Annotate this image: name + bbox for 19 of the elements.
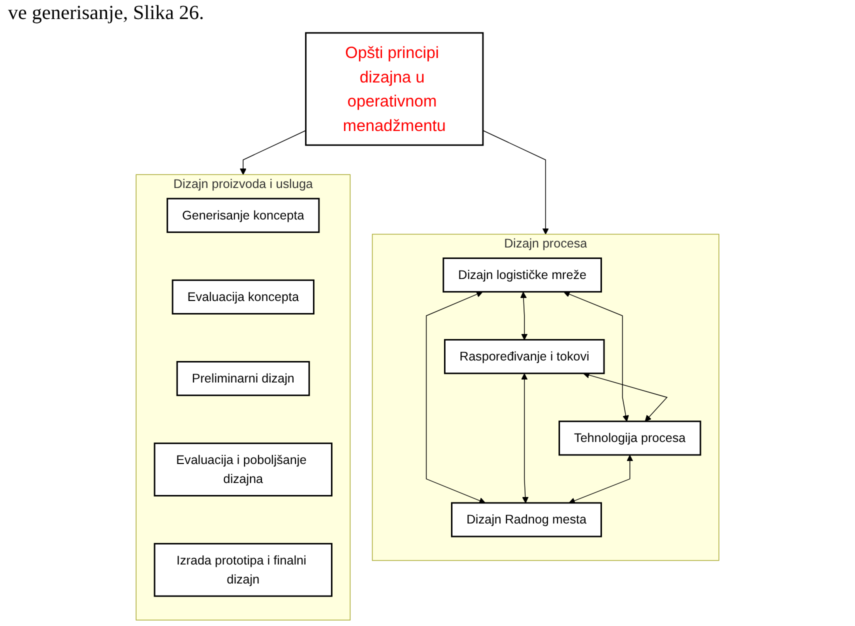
arrow xyxy=(426,291,486,504)
node-box: Generisanje koncepta xyxy=(166,198,320,233)
node-box: Preliminarni dizajn xyxy=(176,361,310,396)
node-box: Izrada prototipa i finalni dizajn xyxy=(154,542,332,597)
arrow xyxy=(568,454,634,504)
arrow xyxy=(520,292,528,340)
arrow xyxy=(564,291,629,422)
arrow xyxy=(240,130,306,175)
node-box: Raspoređivanje i tokovi xyxy=(444,339,605,374)
node-box: Evaluacija i poboljšanje dizajna xyxy=(154,442,332,496)
node-box: Dizajn logističke mreže xyxy=(442,257,602,293)
arrow xyxy=(583,372,668,422)
node-box: Evaluacija koncepta xyxy=(172,279,314,314)
note-text: ve generisanje, Slika 26. xyxy=(8,2,204,24)
arrow xyxy=(482,130,549,235)
arrow xyxy=(521,373,529,504)
node-box: Dizajn Radnog mesta xyxy=(451,502,602,538)
node-box: Tehnologija procesa xyxy=(558,420,702,456)
node-box: Opšti principi dizajna u operativnom menadžmentu xyxy=(305,32,484,146)
